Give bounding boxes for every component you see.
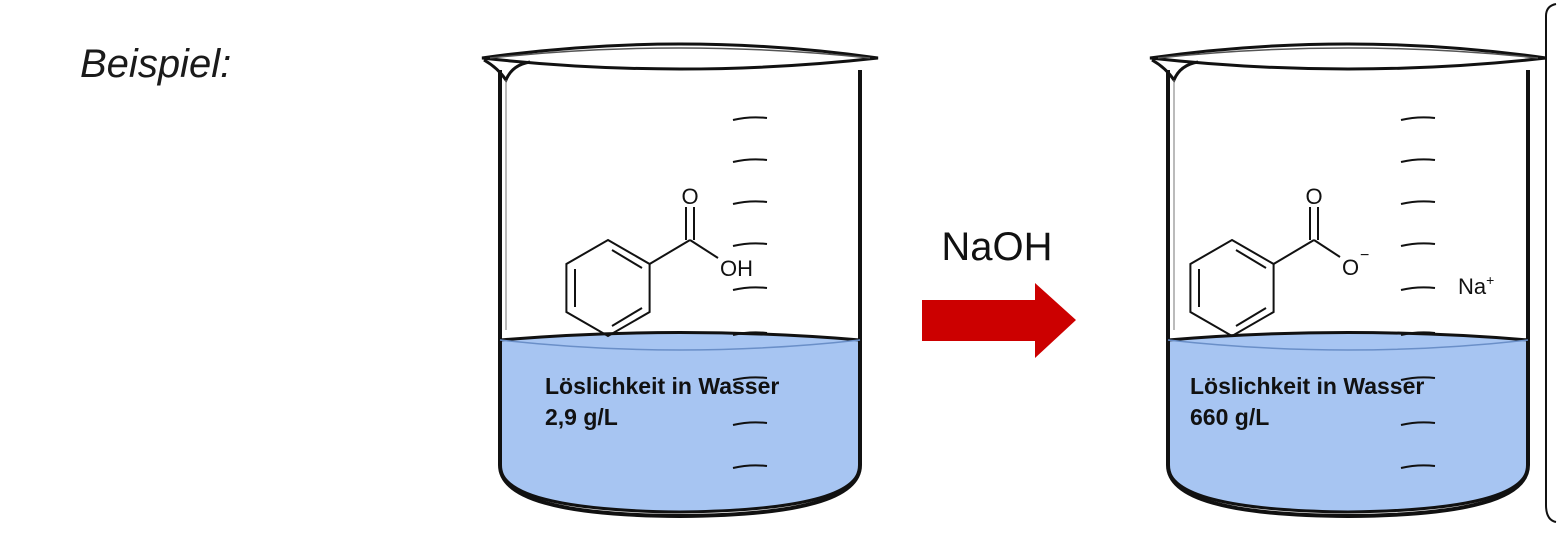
left-solubility-value: 2,9 g/L xyxy=(545,404,618,430)
sodium-charge: + xyxy=(1486,272,1494,288)
right-solubility-value: 660 g/L xyxy=(1190,404,1269,430)
benzoate-structure: O O − xyxy=(1189,184,1369,337)
example-label: Beispiel: xyxy=(80,42,232,86)
left-carbonyl-oxygen: O xyxy=(681,184,698,209)
sodium-ion: Na+ xyxy=(1458,272,1494,299)
left-beaker xyxy=(480,42,880,518)
right-solubility-label: Löslichkeit in Wasser xyxy=(1190,373,1424,399)
negative-charge: − xyxy=(1360,247,1369,264)
reaction-arrow xyxy=(922,283,1076,358)
left-hydroxyl-label: OH xyxy=(720,256,753,281)
left-solubility-label: Löslichkeit in Wasser xyxy=(545,373,779,399)
page-edge-bracket xyxy=(1545,3,1557,523)
right-carbonyl-oxygen: O xyxy=(1305,184,1322,209)
benzoic-acid-structure: O OH xyxy=(565,184,753,337)
sodium-symbol: Na xyxy=(1458,274,1487,299)
right-carboxylate-oxygen: O xyxy=(1342,255,1359,280)
reagent-label: NaOH xyxy=(941,225,1052,269)
